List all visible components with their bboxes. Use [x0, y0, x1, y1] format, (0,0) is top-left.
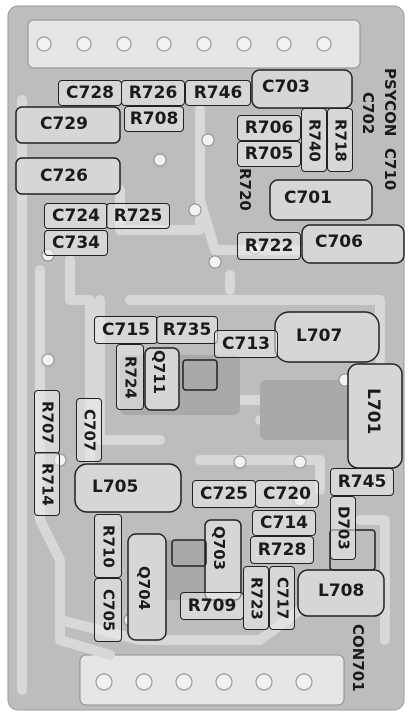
q703-label: Q703: [210, 526, 228, 571]
r709-label: R709: [180, 592, 244, 620]
c717-label: C717: [269, 566, 295, 630]
c702-label: C702: [359, 92, 377, 135]
r722-label: R722: [237, 232, 301, 260]
r735-label: R735: [156, 316, 218, 344]
r708-label: R708: [124, 106, 184, 132]
l701-label: L701: [363, 388, 383, 435]
r723-label: R723: [243, 566, 269, 630]
r746-label: R746: [185, 80, 251, 106]
r720-label: R720: [236, 168, 254, 211]
c701-label: C701: [284, 188, 332, 208]
r707-label: R707: [34, 390, 60, 454]
c706-label: C706: [315, 232, 363, 252]
c726-label: C726: [40, 166, 88, 186]
r728-label: R728: [250, 536, 314, 564]
d703-label: D703: [330, 496, 356, 560]
r714-label: R714: [34, 452, 60, 516]
c710-label: C710: [381, 148, 399, 191]
q704-label: Q704: [135, 566, 153, 611]
l707-label: L707: [296, 326, 343, 346]
c728-label: C728: [58, 80, 122, 106]
con701-label: CON701: [349, 624, 367, 692]
l705-label: L705: [92, 477, 139, 497]
c725-label: C725: [192, 480, 256, 508]
c715-label: C715: [94, 316, 158, 344]
r724-label: R724: [116, 344, 144, 410]
r718-label: R718: [327, 108, 353, 172]
c729-label: C729: [40, 114, 88, 134]
c705-label: C705: [94, 578, 122, 642]
l708-label: L708: [318, 581, 365, 601]
c734-label: C734: [44, 230, 108, 256]
r725-label: R725: [106, 203, 170, 229]
r710-label: R710: [94, 514, 122, 578]
r706-label: R706: [237, 115, 301, 141]
c713-label: C713: [214, 330, 278, 358]
psycon-label: PSYCON: [381, 68, 399, 137]
r745-label: R745: [330, 468, 394, 496]
r726-label: R726: [121, 80, 185, 106]
c724-label: C724: [44, 203, 108, 229]
c720-label: C720: [255, 480, 319, 508]
r740-label: R740: [301, 108, 327, 172]
c714-label: C714: [252, 510, 316, 536]
c703-label: C703: [262, 77, 310, 97]
c707-label: C707: [76, 398, 102, 462]
r705-label: R705: [237, 141, 301, 167]
q711-label: Q711: [150, 350, 168, 395]
